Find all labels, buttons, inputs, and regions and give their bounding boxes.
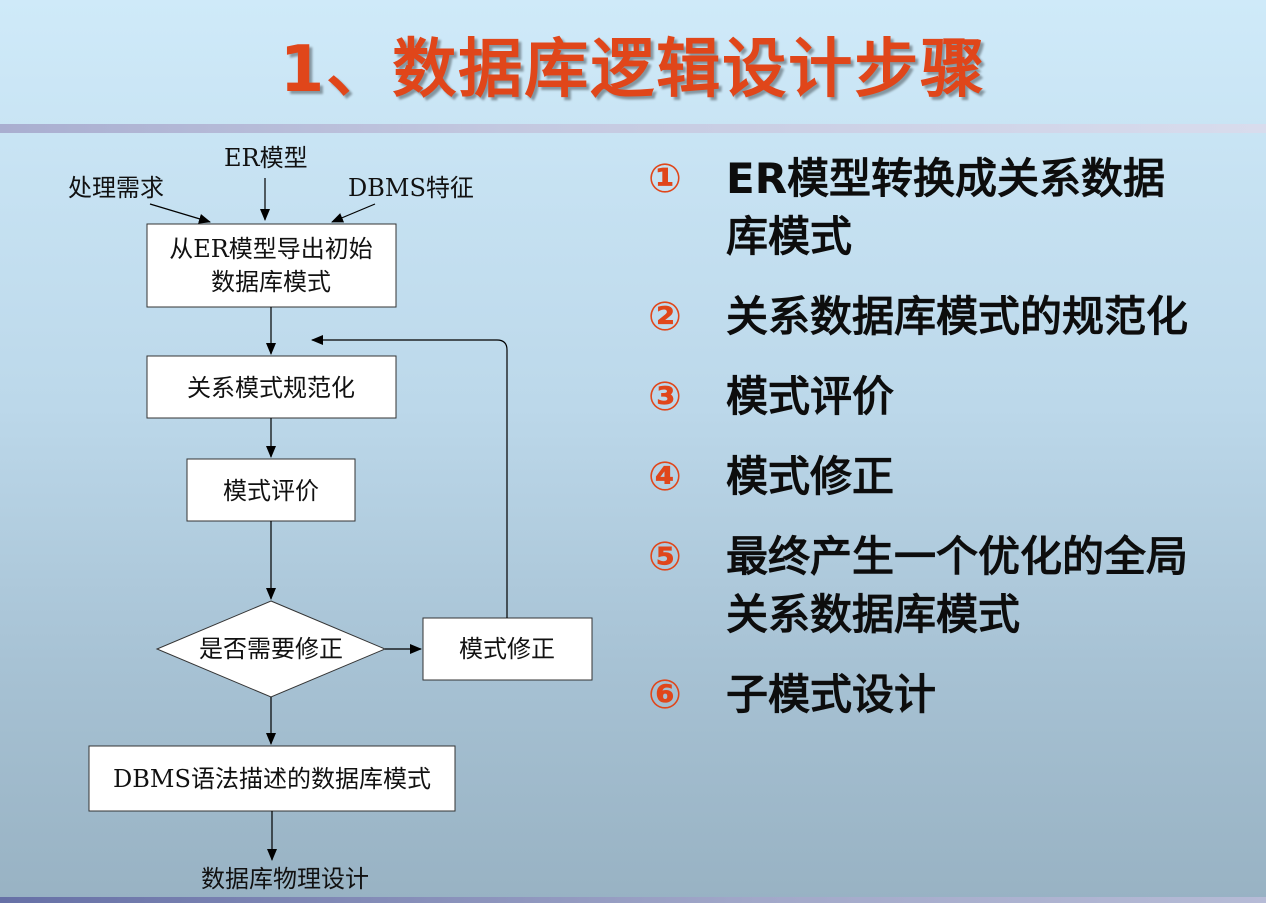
svg-text:模式修正: 模式修正: [459, 635, 555, 663]
step-number: ②: [648, 294, 682, 340]
step-number: ③: [648, 374, 682, 420]
step-item: ④ 模式修正: [648, 448, 1248, 506]
svg-text:DBMS语法描述的数据库模式: DBMS语法描述的数据库模式: [113, 765, 431, 793]
box-initial-schema: 从ER模型导出初始 数据库模式: [146, 223, 397, 308]
step-item: ① ER模型转换成关系数据库模式: [648, 150, 1248, 266]
arrow-dbms: [331, 203, 376, 223]
feedback-loop-arrow: [311, 335, 508, 618]
svg-text:从ER模型导出初始: 从ER模型导出初始: [169, 235, 373, 263]
output-physical-design: 数据库物理设计: [201, 865, 369, 893]
box-normalization: 关系模式规范化: [146, 355, 397, 419]
step-item: ⑤ 最终产生一个优化的全局关系数据库模式: [648, 528, 1248, 644]
step-text: 子模式设计: [726, 670, 937, 719]
step-text: 模式修正: [726, 452, 895, 501]
page-title: 1、数据库逻辑设计步骤: [279, 33, 987, 107]
svg-text:数据库模式: 数据库模式: [211, 268, 331, 296]
input-dbms-features: DBMS特征: [348, 174, 474, 202]
step-item: ② 关系数据库模式的规范化: [648, 288, 1248, 346]
step-item: ③ 模式评价: [648, 368, 1248, 426]
steps-list: ① ER模型转换成关系数据库模式 ② 关系数据库模式的规范化 ③ 模式评价 ④ …: [648, 150, 1248, 724]
step-item: ⑥ 子模式设计: [648, 666, 1248, 724]
step-text: 关系数据库模式的规范化: [726, 292, 1189, 341]
step-number: ⑤: [648, 534, 682, 580]
box-evaluation: 模式评价: [186, 458, 356, 522]
flowchart: 处理需求 ER模型 DBMS特征 从ER模型导出初始 数据库模式 关系模式规范化…: [68, 144, 593, 893]
step-number: ⑥: [648, 672, 682, 718]
svg-text:关系模式规范化: 关系模式规范化: [187, 374, 355, 402]
input-processing-needs: 处理需求: [68, 174, 164, 202]
box-dbms-schema: DBMS语法描述的数据库模式: [88, 745, 456, 812]
input-er-model: ER模型: [224, 144, 308, 172]
svg-text:模式评价: 模式评价: [223, 477, 319, 505]
step-text: ER模型转换成关系数据库模式: [726, 154, 1166, 261]
title-divider: [0, 124, 1266, 133]
step-number: ①: [648, 156, 682, 202]
step-number: ④: [648, 454, 682, 500]
box-schema-fix: 模式修正: [422, 617, 593, 681]
step-text: 最终产生一个优化的全局关系数据库模式: [726, 532, 1189, 639]
decision-needs-fix: 是否需要修正: [155, 600, 387, 698]
arrow-needs: [149, 203, 211, 224]
svg-text:是否需要修正: 是否需要修正: [199, 635, 343, 663]
step-text: 模式评价: [726, 372, 895, 421]
bottom-divider: [0, 897, 1266, 903]
